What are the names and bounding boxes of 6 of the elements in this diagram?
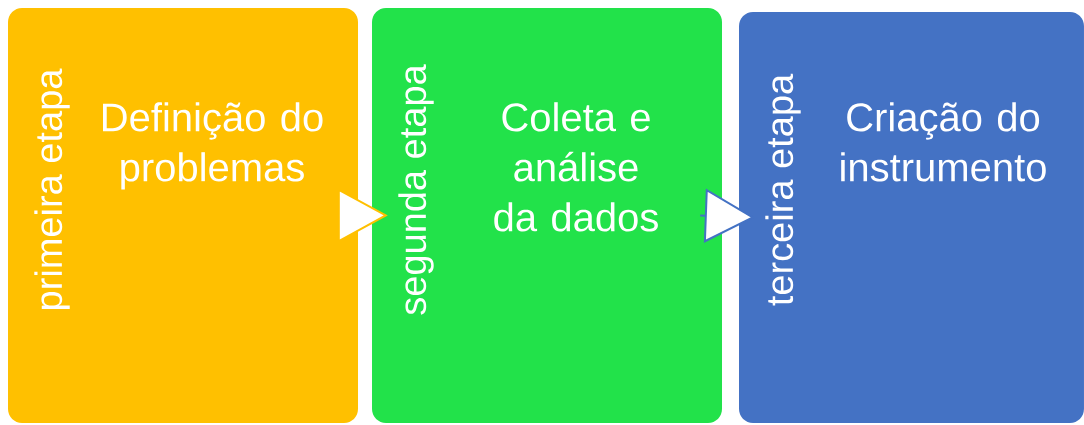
stage-label: primeira etapa — [34, 68, 70, 309]
stage-label: terceira etapa — [765, 73, 801, 306]
stage-label: segunda etapa — [398, 64, 434, 315]
stage-title: Definição do problemas — [103, 102, 323, 190]
stage-title: Coleta e análise da dados — [494, 102, 658, 232]
stage-title: Criação do instrumento — [841, 102, 1046, 182]
